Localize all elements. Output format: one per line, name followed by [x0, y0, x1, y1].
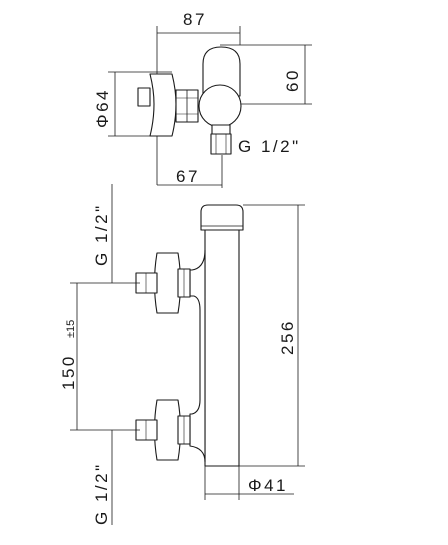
dim-phi41-label: Φ41: [248, 476, 288, 495]
dim-phi64-label: Φ64: [93, 88, 112, 128]
lower-handle: [153, 399, 182, 461]
top-view: 87 60 Φ64 G 1/2": [93, 10, 312, 188]
dim-256-label: 256: [278, 319, 297, 355]
thread-label-lower: G 1/2": [92, 462, 111, 525]
lower-inlet: [135, 399, 191, 461]
dim-tolerance-label: ±15: [65, 320, 77, 338]
outlet-neck-top: [211, 124, 231, 135]
main-valve-circle: [198, 84, 242, 128]
dim-60-label: 60: [283, 68, 302, 92]
dim-67-label: 67: [176, 167, 200, 186]
dimension-diameter-41: Φ41: [204, 466, 294, 500]
manifold-body: [189, 249, 206, 463]
valve-cap-shape: [202, 46, 241, 97]
front-view: G 1/2" G 1/2" 150 ±15 256 Φ41: [59, 184, 305, 525]
upper-inlet: [135, 252, 191, 314]
handle-knob-top: [149, 73, 177, 137]
dimension-60: 60: [220, 44, 312, 105]
vertical-tube: [204, 229, 240, 467]
thread-label-top: G 1/2": [238, 137, 301, 156]
dim-150-label: 150: [59, 354, 78, 390]
dimension-67: 67: [157, 155, 223, 188]
dimension-150: 150 ±15: [59, 283, 78, 430]
outlet-thread-top: [210, 133, 232, 155]
dim-87-label: 87: [183, 10, 207, 29]
spindle-top: [137, 87, 151, 107]
dimension-256: 256: [239, 204, 305, 467]
tube-top-cap: [200, 204, 244, 231]
upper-handle: [153, 252, 182, 314]
thread-label-upper: G 1/2": [92, 203, 111, 266]
